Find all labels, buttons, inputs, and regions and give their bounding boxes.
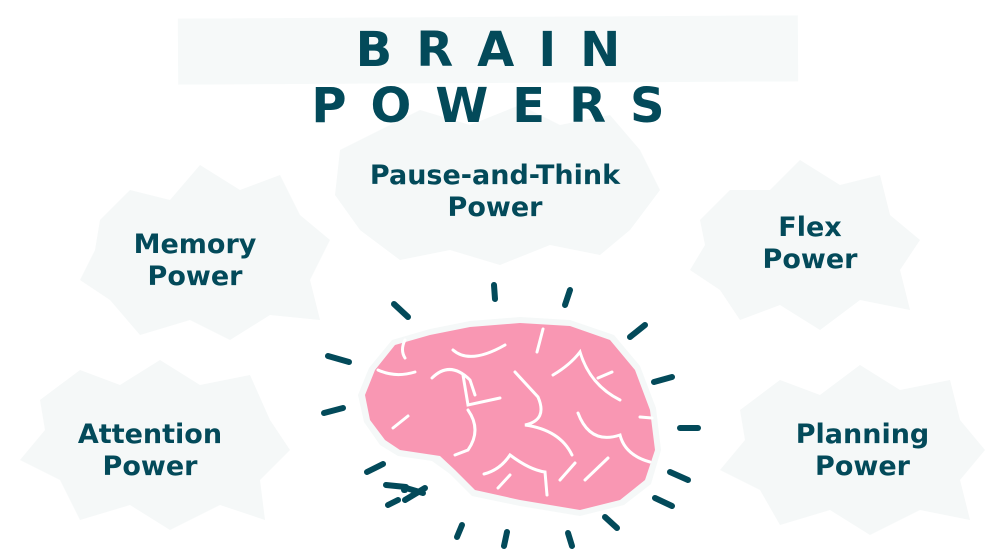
starburst-planning [720,365,985,535]
label-line: Power [102,451,198,482]
label-memory: Memory Power [110,229,280,293]
label-line: Flex [778,212,842,243]
page-title: BRAIN POWERS [311,22,689,134]
starburst-pause [335,105,660,265]
starbursts [20,105,985,535]
starburst-flex [690,160,920,330]
starburst-memory [80,165,330,340]
brain [365,323,655,510]
label-line: Memory [133,229,257,260]
label-line: Planning [795,419,930,450]
label-line: Power [147,261,243,292]
label-pause-and-think: Pause-and-Think Power [360,160,630,224]
label-attention: Attention Power [60,419,240,483]
brain-folds [376,327,654,497]
label-line: Pause-and-Think [369,160,621,191]
label-line: Power [447,192,543,223]
label-planning: Planning Power [780,419,945,483]
label-line: Power [815,451,910,482]
label-flex: Flex Power [730,212,890,276]
starburst-attention [20,360,290,530]
rays [321,282,701,549]
label-line: Power [762,244,858,275]
label-line: Attention [77,419,223,450]
